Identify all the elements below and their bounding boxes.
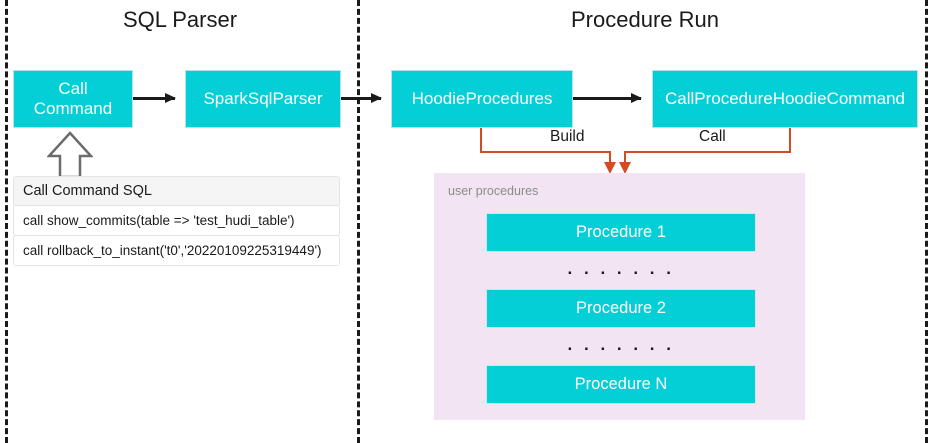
call-connector-segment-vertical-down [624,151,626,166]
build-connector-segment-vertical-down [609,151,611,166]
connector-label-call: Call [694,128,731,146]
connector-label-build: Build [545,128,590,146]
user-procedures-label: user procedures [448,184,539,198]
call-command-sql-table: Call Command SQL call show_commits(table… [13,176,340,266]
call-connector-segment-vertical-right [789,128,791,152]
node-spark-sql-parser[interactable]: SparkSqlParser [185,70,341,128]
ellipsis-separator: . . . . . . . [567,259,675,278]
build-arrowhead-icon [603,162,616,174]
list-item[interactable]: Procedure 1 [486,213,756,252]
node-call-command[interactable]: Call Command [13,70,133,128]
node-call-procedure-hoodie-command[interactable]: CallProcedureHoodieCommand [652,70,918,128]
table-row[interactable]: call rollback_to_instant('t0','202201092… [13,235,340,266]
dashed-divider-left [5,0,8,443]
dashed-divider-right [925,0,928,443]
arrow-call-command-to-spark-parser-icon [133,93,176,103]
section-title-procedure-run: Procedure Run [571,7,719,32]
build-connector-segment-horizontal [480,151,611,153]
call-arrowhead-icon [618,162,631,174]
list-item[interactable]: Procedure 2 [486,289,756,328]
table-row[interactable]: call show_commits(table => 'test_hudi_ta… [13,205,340,236]
arrow-hoodie-procedures-to-call-procedure-icon [573,93,642,103]
node-hoodie-procedures[interactable]: HoodieProcedures [391,70,573,128]
ellipsis-separator: . . . . . . . [567,335,675,354]
arrow-spark-parser-to-hoodie-procedures-icon [341,93,382,103]
call-connector-segment-horizontal [624,151,791,153]
user-procedures-panel: user procedures Procedure 1 . . . . . . … [434,173,805,420]
sql-table-header: Call Command SQL [13,176,340,206]
build-connector-segment-vertical-left [480,128,482,152]
block-up-arrow-icon [47,131,93,177]
section-title-sql-parser: SQL Parser [122,7,238,32]
list-item[interactable]: Procedure N [486,365,756,404]
dashed-divider-middle [357,0,360,443]
